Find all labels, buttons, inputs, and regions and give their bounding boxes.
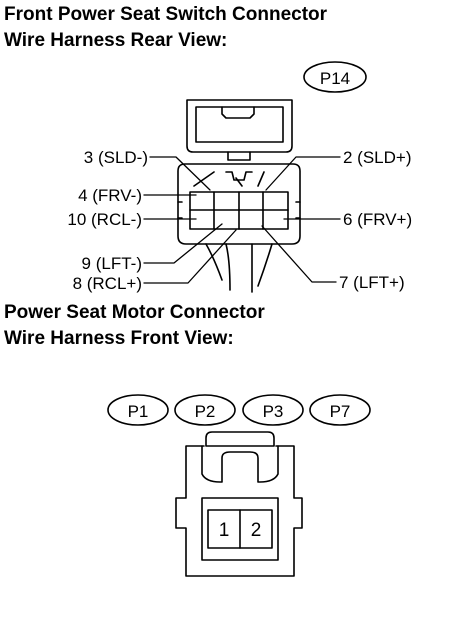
connector-id-p2: P2 [195,402,216,421]
connector-id-p2-oval [174,394,236,426]
switch-title-line2: Wire Harness Rear View: [4,30,228,51]
pin-label-2: 2 (SLD+) [343,148,412,167]
motor-pin-2: 2 [251,520,262,541]
motor-pin-1: 1 [219,520,230,541]
pin-leader-lines [143,156,341,284]
connector-id-p14: P14 [320,69,350,88]
pin-label-3: 3 (SLD-) [84,148,148,167]
switch-title-line1: Front Power Seat Switch Connector [4,4,328,25]
motor-connector-ids [107,394,371,426]
connector-id-p14-oval [303,61,367,93]
switch-connector [177,99,301,293]
pin-label-9: 9 (LFT-) [82,254,142,273]
motor-title-line1: Power Seat Motor Connector [4,302,265,323]
motor-connector [175,431,303,577]
switch-connector-title: Front Power Seat Switch Connector Wire H… [4,2,327,54]
connector-id-p7-oval [309,394,371,426]
motor-title-line2: Wire Harness Front View: [4,328,234,349]
connector-id-p3-oval [242,394,304,426]
pin-label-8: 8 (RCL+) [73,274,142,293]
pin-label-4: 4 (FRV-) [78,186,142,205]
pin-label-6: 6 (FRV+) [343,210,412,229]
connector-id-p1-oval [107,394,169,426]
pin-label-7: 7 (LFT+) [339,273,405,292]
pin-label-10: 10 (RCL-) [67,210,142,229]
connector-id-p1: P1 [128,402,149,421]
connector-id-p7: P7 [330,402,351,421]
motor-connector-title: Power Seat Motor Connector Wire Harness … [4,300,265,352]
connector-id-p3: P3 [263,402,284,421]
